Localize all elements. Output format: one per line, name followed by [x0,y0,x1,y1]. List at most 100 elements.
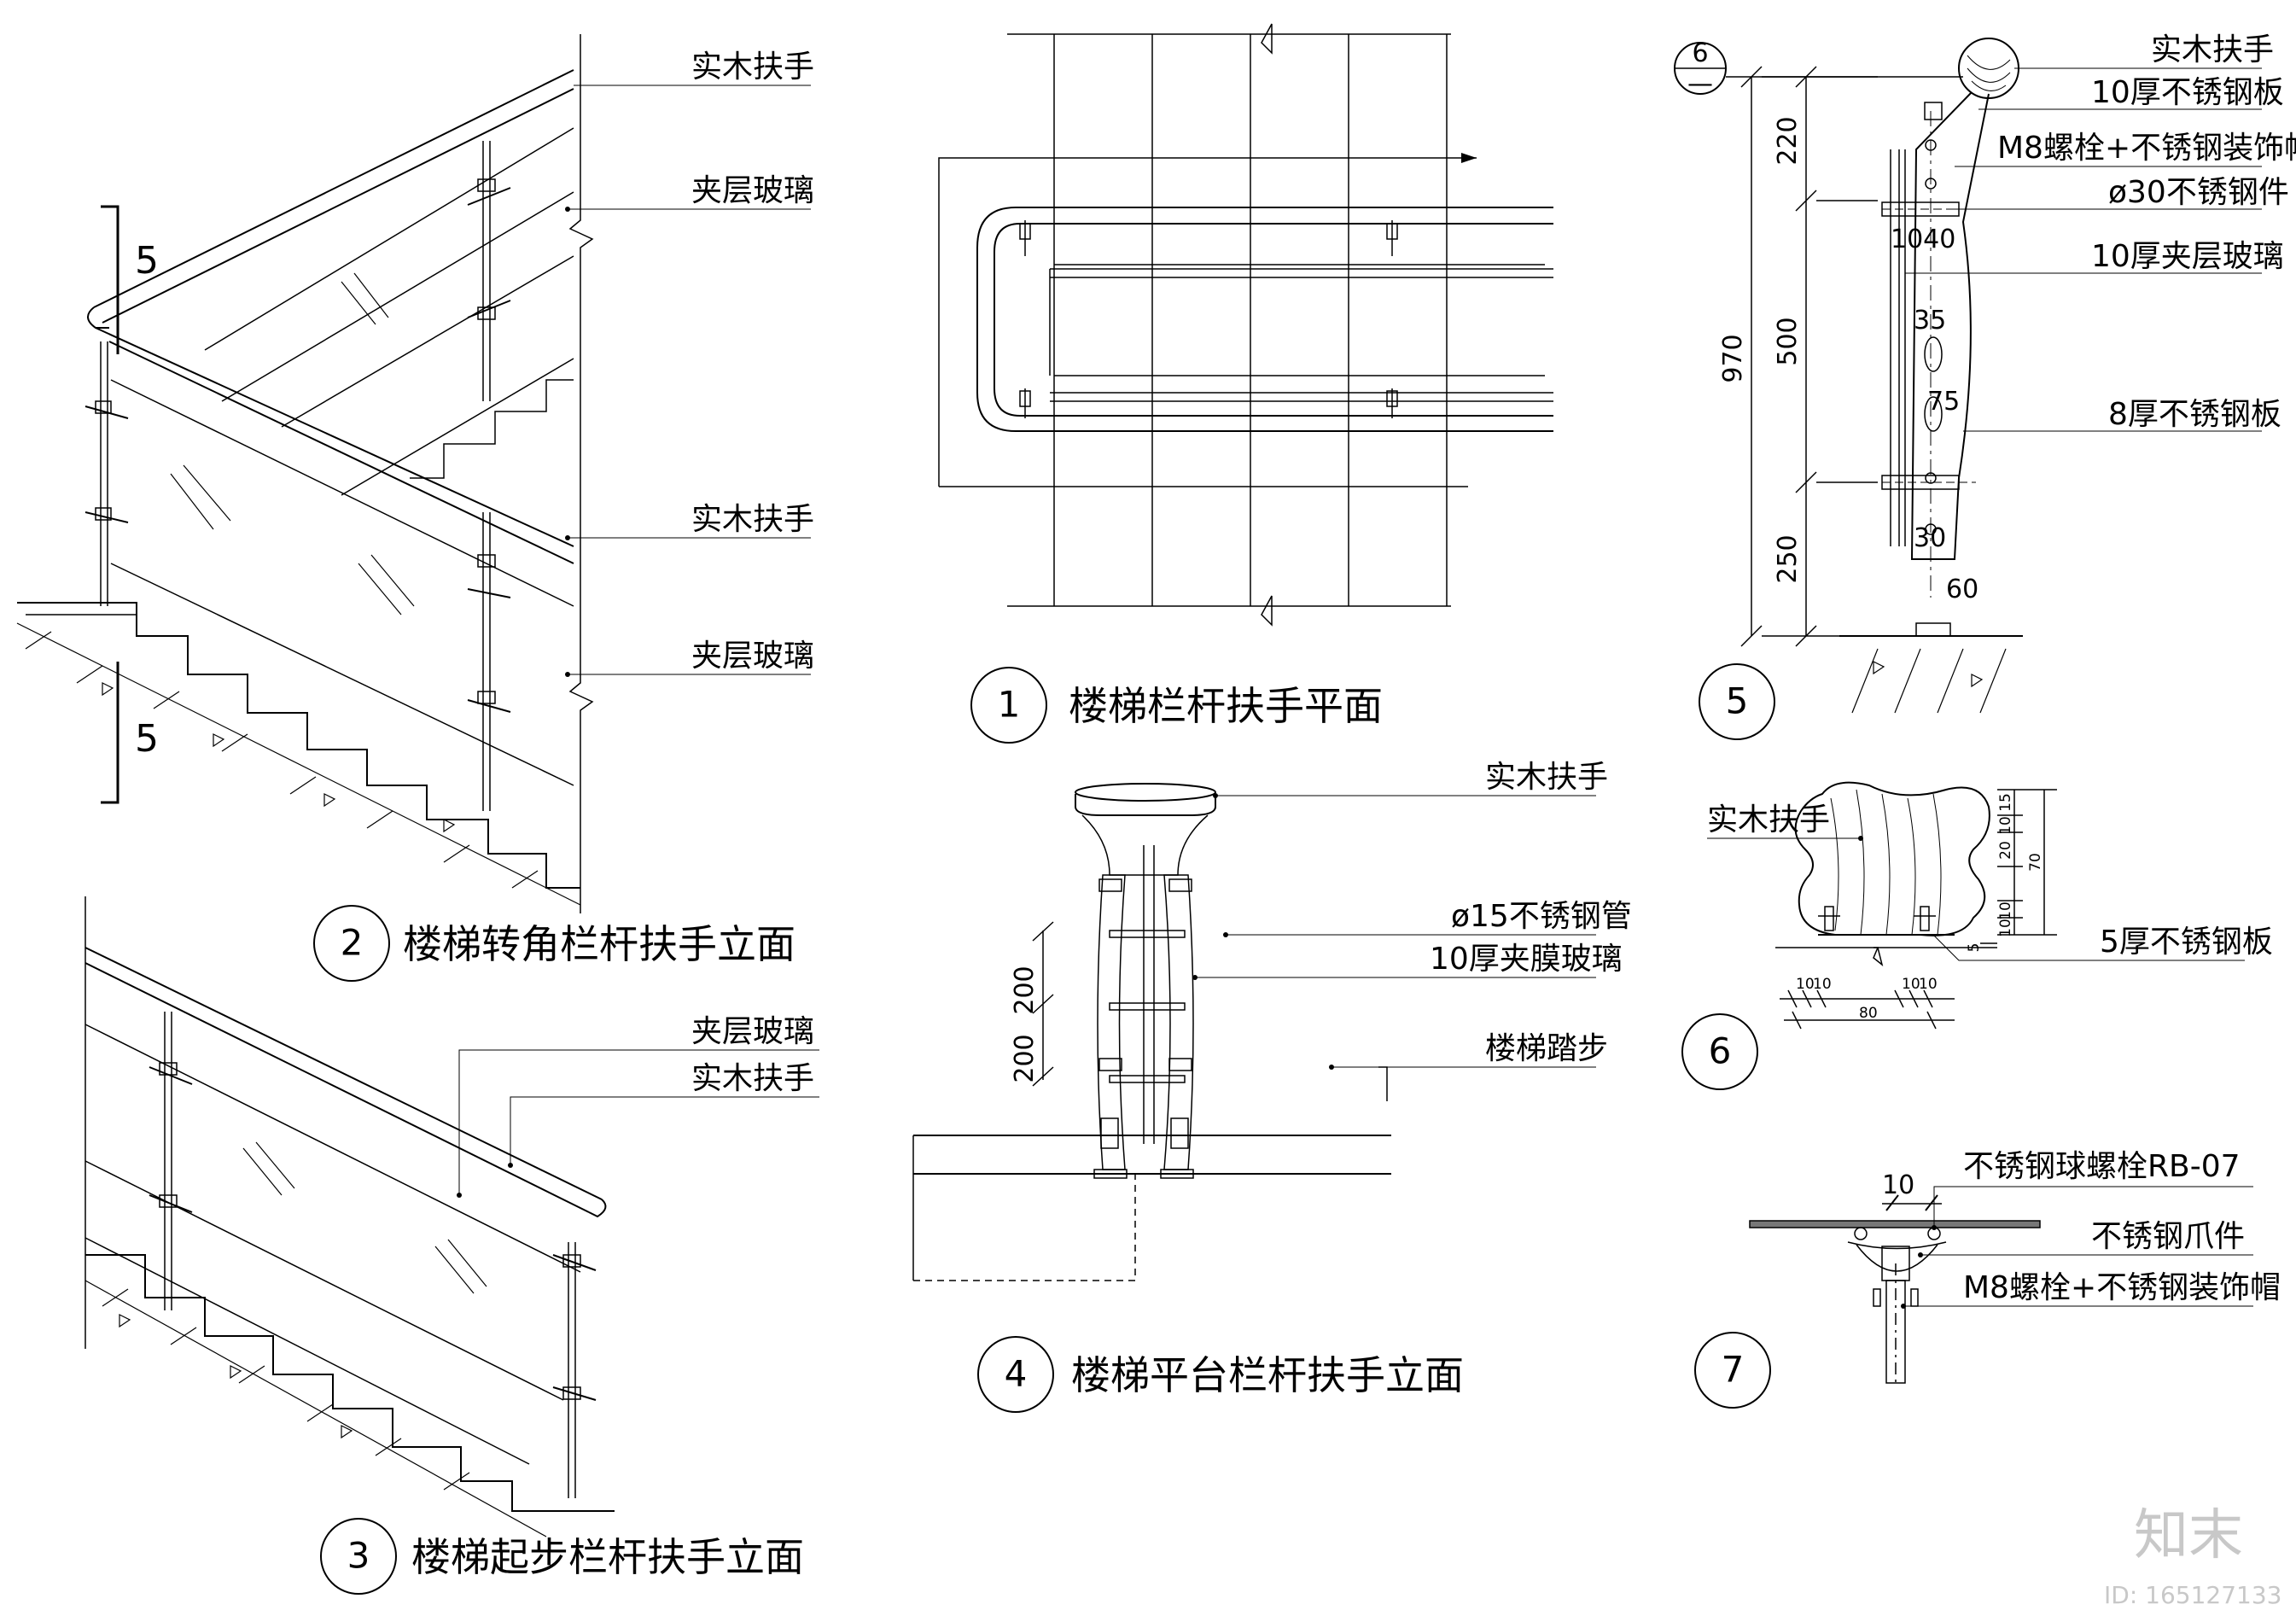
landing-post-right [1163,874,1194,1170]
section-dims [1740,66,1878,647]
view-4-landing-elevation: 200 200 实木扶手 ø15不锈钢管 10厚夹膜玻璃 楼梯踏步 4 楼梯平台… [912,760,1632,1413]
view-5-number-circle [1699,663,1775,740]
dim-6-10c: 10 [1997,919,2014,937]
start-steps [85,1254,615,1512]
section-marker-bottom-label: 5 [135,717,159,761]
dim-220: 220 [1773,116,1803,165]
upper-glass-line-2 [221,191,574,402]
plan-treads [1053,34,1545,606]
section-marker-top [101,205,119,354]
handrail-top [84,947,603,1200]
view-7-number: 7 [1722,1349,1745,1391]
landing-edge [938,157,1477,487]
label-5-5: 8厚不锈钢板 [2108,397,2281,432]
label-glass-top: 夹层玻璃 [691,173,814,208]
watermark-logo: 知末 [2134,1504,2243,1567]
label-5-4: 10厚夹层玻璃 [2091,239,2284,274]
label-5-2: M8螺栓+不锈钢装饰帽 [1997,131,2296,166]
dim-6-w2: 10 [1813,976,1832,993]
view-4-title: 楼梯平台栏杆扶手立面 [1071,1352,1464,1398]
section-marker-bottom [101,662,119,804]
upper-glass-line [204,127,574,351]
dim-250: 250 [1773,534,1803,583]
dim-7-10: 10 [1882,1170,1914,1200]
dim-60: 60 [1946,575,1978,604]
label-landing-glass: 10厚夹膜玻璃 [1430,942,1623,977]
view-5-number: 5 [1726,680,1749,722]
lower-handrail-top [95,327,574,547]
label-glass-bottom: 夹层玻璃 [691,639,814,674]
dim-30: 30 [1914,523,1946,553]
view-3-number: 3 [347,1535,370,1577]
label-6-handrail: 实木扶手 [1707,802,1830,837]
view-4-number-circle [977,1336,1054,1413]
view-6-number: 6 [1709,1030,1732,1072]
dim-6-80: 80 [1859,1005,1878,1022]
dim-6-15: 15 [1997,793,2014,812]
handrail-bottom [84,962,590,1213]
upper-steps [410,379,574,479]
plan-handrail-inner [994,223,1553,417]
landing-dims [1032,921,1054,1087]
label-5-3: ø30不锈钢件 [2108,175,2289,210]
upper-handrail-top [93,69,574,308]
dim-6-5: 5 [1966,943,1983,953]
label-6-plate: 5厚不锈钢板 [2100,925,2273,960]
view-3-ground-hatch [102,1288,470,1491]
view-1-number-circle [970,667,1047,744]
dim-200-lower: 200 [1010,1034,1040,1082]
view-1-title: 楼梯栏杆扶手平面 [1069,683,1383,729]
break-line [568,34,594,913]
upper-glass-line-3 [281,255,574,428]
landing-post-left [1097,874,1126,1170]
label-7-0: 不锈钢球螺栓RB-07 [1963,1149,2241,1184]
view-1-plan: 1 楼梯栏杆扶手平面 [938,23,1553,744]
glass-hatch [170,473,214,530]
handrail-end-cap [588,1199,607,1218]
label-tread: 楼梯踏步 [1485,1031,1608,1066]
landing-tubes [1109,930,1186,1083]
label-5-1: 10厚不锈钢板 [2091,75,2284,110]
view-6-number-circle [1681,1013,1758,1090]
spider-fitting [1847,1227,1947,1384]
plan-fittings [1019,220,1398,418]
view-1-number: 1 [998,684,1021,726]
view-4-number: 4 [1005,1353,1028,1395]
view-3-start-elevation: 夹层玻璃 实木扶手 3 楼梯起步栏杆扶手立面 [84,896,819,1595]
dim-6-20: 20 [1997,841,2014,860]
plan-handrail-outer [976,207,1553,432]
landing-handrail-top [1075,783,1216,802]
lower-handrail-bottom [108,341,574,564]
dim-500: 500 [1773,317,1803,365]
view-3-number-circle [320,1518,397,1595]
view-2-number-circle [313,905,390,982]
corner-cap [87,306,109,329]
dim-1040: 1040 [1891,225,1955,254]
view-2-title: 楼梯转角栏杆扶手立面 [403,921,795,967]
view-3-title: 楼梯起步栏杆扶手立面 [411,1534,804,1580]
upper-stair-soffit [341,358,574,496]
landing-handrail-body [1075,794,1216,816]
label-5-0: 实木扶手 [2151,32,2274,67]
section-leaders [1905,67,2262,432]
label-handrail-top: 实木扶手 [691,50,814,85]
lower-steps [17,602,580,889]
watermark-id: ID: 165127133 [2104,1581,2281,1609]
label-7-1: 不锈钢爪件 [2091,1219,2245,1254]
label-tube: ø15不锈钢管 [1451,899,1632,934]
handrail-profile [1794,781,1990,936]
view-3-clamps [149,1062,597,1401]
label-glass: 夹层玻璃 [691,1014,814,1049]
dim-6-10a: 10 [1997,816,2014,835]
dim-6-w1: 10 [1796,976,1815,993]
view-5-section: 6 — [1674,32,2296,740]
view-6-profile: 15 10 20 10 10 70 5 10 10 10 10 80 实木扶手 … [1681,781,2273,1090]
label-handrail-bottom: 实木扶手 [691,502,814,537]
upper-handrail-bottom [102,88,574,324]
clamp-fittings [84,178,511,713]
glass-pane [1749,1220,2041,1228]
dim-35: 35 [1914,306,1946,335]
dim-970: 970 [1718,334,1748,382]
dim-6-10b: 10 [1997,901,2014,920]
